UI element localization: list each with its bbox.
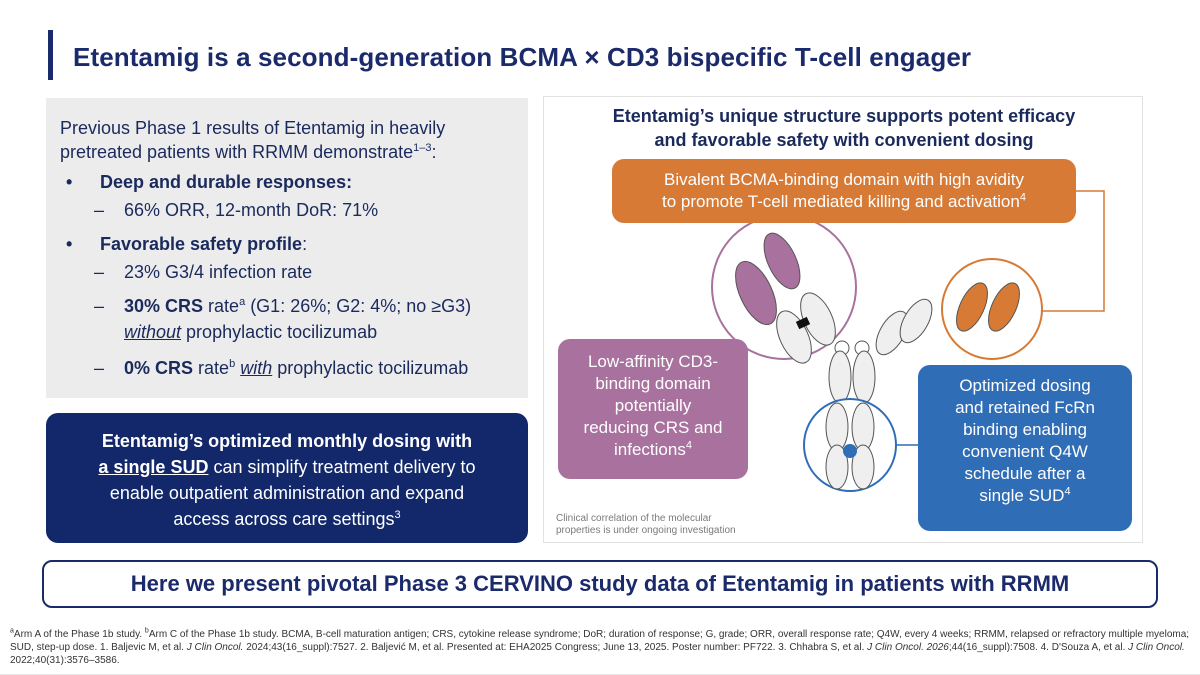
fcrn-binding-dot	[843, 444, 857, 458]
intro-text: Previous Phase 1 results of Etentamig in…	[60, 118, 446, 162]
page-title: Etentamig is a second-generation BCMA × …	[73, 42, 972, 72]
structure-title-line-1: Etentamig’s unique structure supports po…	[612, 106, 1076, 126]
structure-title-line-2: and favorable safety with convenient dos…	[654, 130, 1034, 150]
fc-lobe-2	[852, 350, 876, 404]
dosing-line-2: a single SUD can simplify treatment deli…	[98, 457, 476, 477]
linker-block	[795, 316, 811, 330]
conclusion-banner: Here we present pivotal Phase 3 CERVINO …	[42, 560, 1158, 608]
title-bar: Etentamig is a second-generation BCMA × …	[48, 30, 1198, 80]
sub-crs-30-cont: without prophylactic tocilizumab	[124, 322, 378, 342]
dosing-line-3: enable outpatient administration and exp…	[109, 483, 465, 503]
fc-lobe-6	[851, 444, 875, 490]
bcma-domain-callout: Bivalent BCMA-binding domain with high a…	[612, 159, 1076, 223]
structure-panel: Etentamig’s unique structure supports po…	[543, 96, 1143, 543]
bcma-domain-lobe-2	[988, 282, 1020, 332]
orange-connector-line	[1042, 190, 1105, 312]
right-arm-lobe-2	[899, 298, 933, 344]
fc-lobe-3	[825, 402, 849, 452]
clinical-correlation-note: Clinical correlation of the molecular pr…	[556, 513, 736, 536]
antibody-diagram	[711, 190, 1105, 492]
dosing-line-1: Etentamig’s optimized monthly dosing wit…	[101, 431, 473, 451]
phase1-results-box: Previous Phase 1 results of Etentamig in…	[46, 98, 528, 398]
cd3-domain-lobe-2	[763, 232, 801, 290]
cd3-domain-text: Low-affinity CD3- binding domain potenti…	[583, 352, 723, 459]
fc-lobe-5	[825, 444, 849, 490]
fc-lobe-1	[828, 350, 852, 404]
cd3-domain-lobe-1	[735, 260, 777, 326]
dosing-callout-box: Etentamig’s optimized monthly dosing wit…	[46, 413, 528, 543]
dosing-fcrn-callout: Optimized dosing and retained FcRn bindi…	[918, 365, 1132, 531]
cd3-domain-callout: Low-affinity CD3- binding domain potenti…	[558, 339, 748, 479]
dosing-fcrn-text: Optimized dosing and retained FcRn bindi…	[955, 376, 1095, 505]
fc-lobe-4	[851, 402, 875, 452]
bcma-domain-lobe-1	[956, 282, 988, 332]
footnotes: aArm A of the Phase 1b study. bArm C of …	[10, 627, 1190, 666]
dosing-line-4: access across care settings3	[173, 509, 401, 529]
